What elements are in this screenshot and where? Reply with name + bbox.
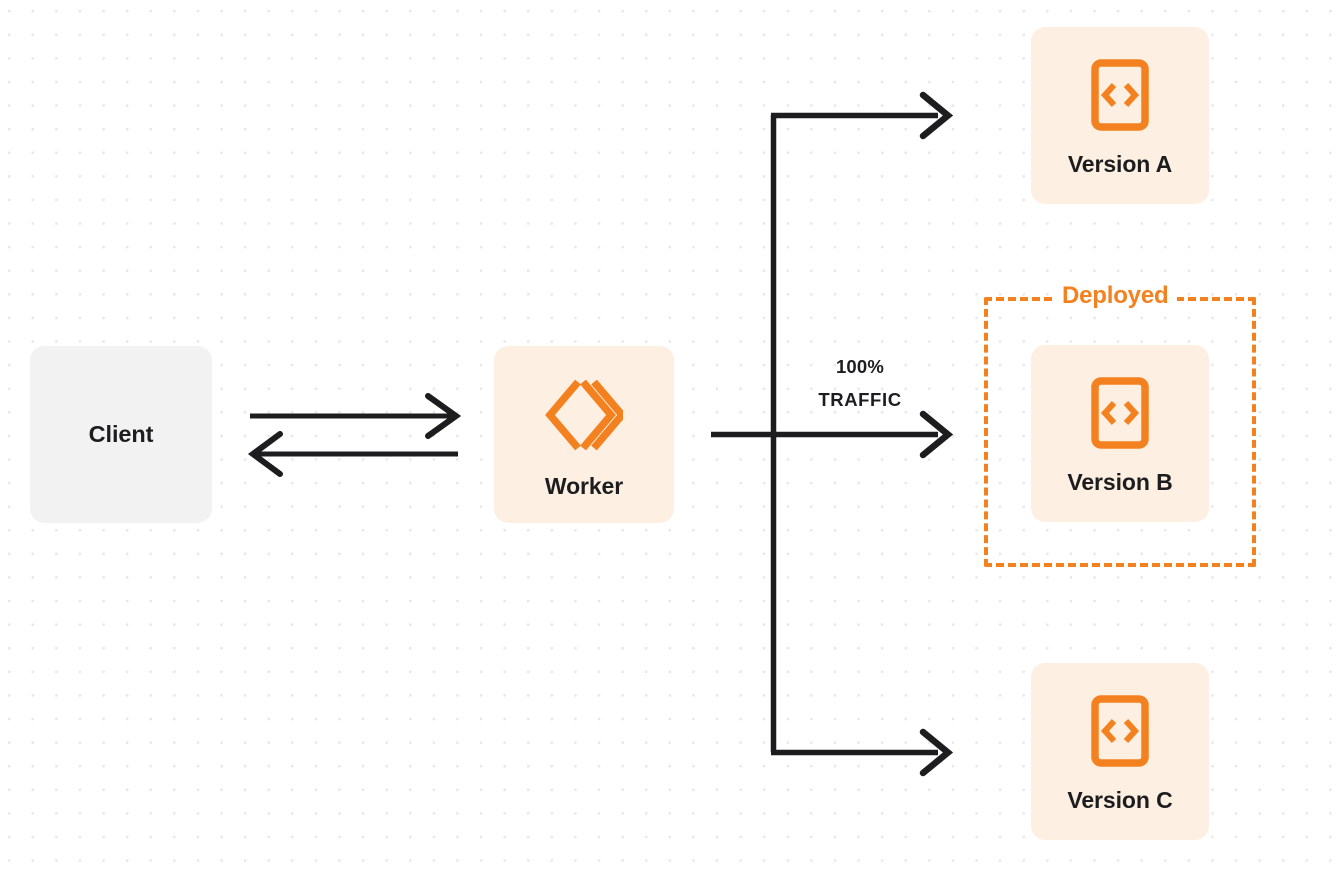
version-b-label: Version B bbox=[1067, 469, 1173, 495]
node-version-b[interactable]: Version B bbox=[1031, 345, 1209, 522]
code-file-icon bbox=[1091, 377, 1149, 449]
node-version-a[interactable]: Version A bbox=[1031, 27, 1209, 204]
node-worker[interactable]: Worker bbox=[494, 346, 674, 523]
arrow-worker-to-client bbox=[247, 431, 458, 477]
version-c-label: Version C bbox=[1067, 787, 1173, 813]
traffic-percent: 100% bbox=[835, 356, 885, 377]
traffic-word: TRAFFIC bbox=[818, 389, 902, 410]
node-version-c[interactable]: Version C bbox=[1031, 663, 1209, 840]
traffic-annotation: 100% TRAFFIC bbox=[782, 350, 938, 416]
code-file-icon bbox=[1091, 59, 1149, 131]
cloudflare-workers-logo-icon bbox=[545, 377, 623, 453]
arrow-to-version-b bbox=[711, 410, 954, 459]
client-label: Client bbox=[88, 420, 154, 447]
worker-label: Worker bbox=[544, 473, 624, 499]
version-a-label: Version A bbox=[1067, 151, 1173, 177]
arrow-to-version-c bbox=[771, 728, 954, 777]
arrow-client-to-worker bbox=[250, 393, 462, 439]
arrow-to-version-a bbox=[771, 91, 954, 140]
node-client[interactable]: Client bbox=[30, 346, 212, 523]
code-file-icon bbox=[1091, 695, 1149, 767]
deployed-badge: Deployed bbox=[1053, 281, 1178, 311]
